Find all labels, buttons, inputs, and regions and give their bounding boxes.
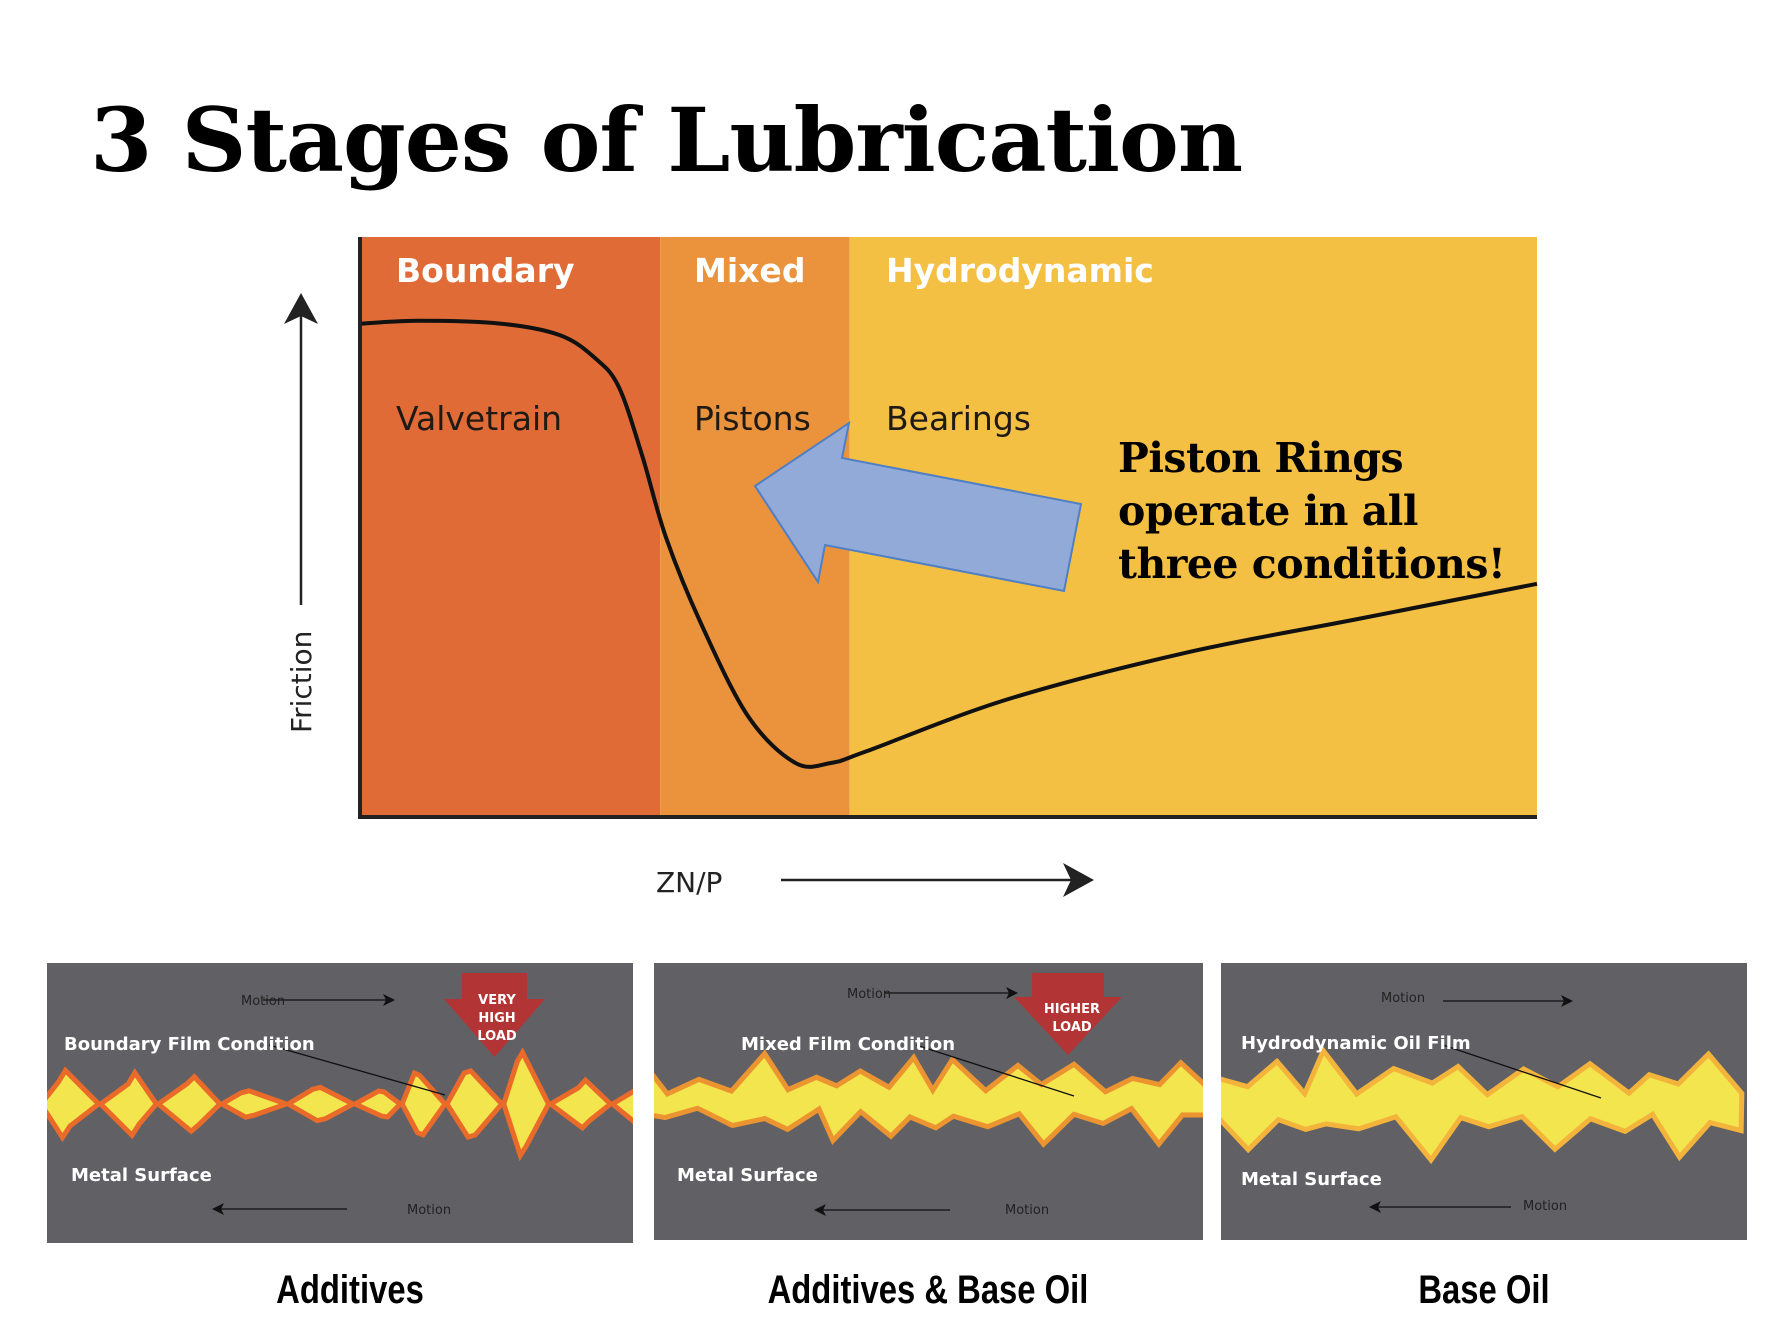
lubricant-particle [47,1066,103,1143]
region-component-label: Pistons [694,399,811,438]
condition-label: Boundary Film Condition [64,1034,315,1055]
x-axis-label: ZN/P [656,866,722,899]
callout-arrow-icon [753,420,1083,593]
arrow-left-icon [212,1203,224,1215]
lubricant-particle [349,1088,404,1120]
callout-line: Piston Rings [1118,434,1404,482]
motion-top-label: Motion [847,987,892,1002]
load-line: LOAD [477,1029,517,1044]
lubricant-particle [399,1069,449,1138]
slide-title: 3 Stages of Lubrication [90,88,1243,192]
motion-bottom-label: Motion [407,1203,452,1218]
callout-line: operate in all [1118,487,1418,535]
lubricant-particle [96,1068,160,1140]
label-pointer-line [268,1044,446,1096]
lubricant-particle [501,1047,552,1162]
arrow-right-icon [1561,995,1573,1007]
lubricant-film [1221,1045,1745,1165]
motion-top-label: Motion [241,994,286,1009]
lubricant-particle [154,1073,224,1135]
metal-surface-label: Metal Surface [71,1165,212,1186]
load-line: LOAD [1052,1020,1092,1035]
lubricant-particle [216,1088,294,1120]
load-label: VERY HIGH LOAD [467,992,527,1046]
boundary-film-panel: Motion Boundary Film Condition Metal Sur… [47,963,633,1243]
y-axis-arrow-icon [284,293,318,324]
load-label: HIGHER LOAD [1037,1001,1107,1037]
load-line: HIGH [478,1011,516,1026]
metal-surface-label: Metal Surface [677,1165,818,1186]
caption-base-oil: Base Oil [1418,1268,1550,1312]
lubricant-particle [608,1088,633,1125]
arrow-left-icon [814,1204,826,1216]
callout-line: three conditions! [1118,540,1506,588]
y-axis-label: Friction [285,631,318,733]
load-line: HIGHER [1043,1002,1101,1017]
label-pointer-line [915,1044,1075,1097]
arrow-right-icon [383,994,395,1006]
condition-label: Mixed Film Condition [741,1034,956,1055]
motion-bottom-label: Motion [1005,1203,1050,1218]
region-component-label: Bearings [886,399,1031,438]
load-line: VERY [478,993,516,1008]
region-title: Mixed [694,251,805,290]
piston-rings-callout: Piston Rings operate in all three condit… [1118,432,1506,591]
friction-curve [359,318,1538,769]
region-title: Hydrodynamic [886,251,1154,290]
region-component-label: Valvetrain [396,399,562,438]
motion-top-label: Motion [1381,991,1426,1006]
load-arrow-icon [444,973,545,1057]
condition-label: Hydrodynamic Oil Film [1241,1033,1471,1054]
arrow-left-icon [1369,1201,1381,1213]
region-boundary [360,237,661,815]
caption-additives-base-oil: Additives & Base Oil [767,1268,1089,1312]
region-title: Boundary [396,251,575,290]
caption-additives: Additives [276,1268,424,1312]
mixed-film-panel: Motion Mixed Film Condition Metal Surfac… [654,963,1203,1240]
motion-bottom-label: Motion [1523,1199,1568,1214]
load-arrow-icon [1014,973,1122,1055]
lubricant-particle [444,1068,506,1141]
metal-surface-label: Metal Surface [1241,1169,1382,1190]
lubricant-particle [546,1076,615,1132]
hydrodynamic-film-panel: Motion Hydrodynamic Oil Film Metal Surfa… [1221,963,1747,1240]
arrow-right-icon [1006,987,1018,999]
label-pointer-line [1442,1044,1602,1099]
lubricant-film [654,1049,1203,1149]
lubricant-particle [283,1084,359,1124]
x-axis-arrow-icon [1063,863,1094,897]
